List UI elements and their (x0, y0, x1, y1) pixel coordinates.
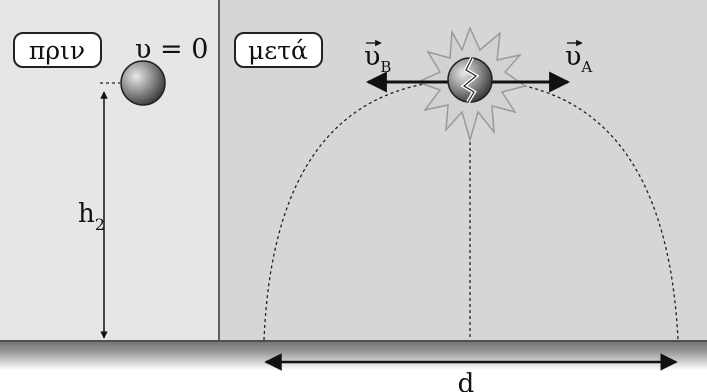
height-label: h2 (78, 199, 105, 234)
after-label: μετά (248, 36, 308, 65)
vB-label-sub: B (380, 58, 391, 76)
vA-label-sub: A (580, 58, 592, 76)
vA-label: υA (565, 41, 592, 76)
vB-label: υB (364, 41, 391, 76)
ball-icon (120, 60, 166, 106)
vB-label-base: υ (364, 41, 380, 72)
vA-label-base: υ (565, 41, 581, 72)
height-label-base: h (78, 199, 95, 229)
before-label-box (13, 32, 102, 68)
height-label-sub: 2 (95, 215, 105, 234)
ball-crack-edge (462, 57, 478, 103)
ground (0, 340, 707, 370)
before-label: πριν (29, 36, 85, 65)
trajectory-left (263, 79, 471, 341)
distance-label: d (458, 369, 475, 392)
after-label-box (234, 32, 323, 68)
velocity-zero-label: υ = 0 (135, 34, 208, 65)
